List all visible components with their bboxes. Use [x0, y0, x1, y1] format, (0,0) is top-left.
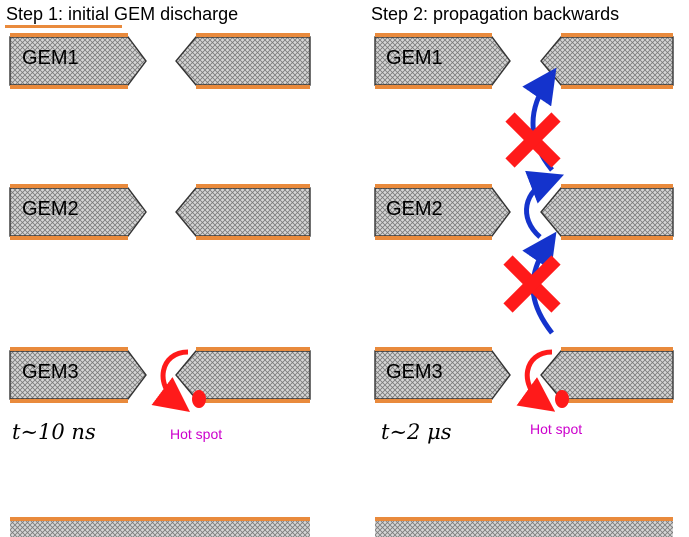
hot-spot-label-right: Hot spot	[530, 421, 583, 437]
gem2-foil-right	[374, 184, 674, 240]
time-label-right: t∼2 μs	[381, 420, 452, 444]
propagation-arrow-within-gem2	[524, 170, 564, 239]
discharge-arrow-left	[151, 349, 206, 413]
gem3-label-right: GEM3	[386, 361, 443, 383]
gem1-foil-left	[9, 33, 311, 89]
gem3-label-left: GEM3	[22, 361, 79, 383]
panel-title-step1: Step 1: initial GEM discharge	[6, 4, 239, 24]
gem2-label-left: GEM2	[22, 198, 79, 220]
gem2-foil-left	[9, 184, 311, 240]
gem3-foil-right	[374, 347, 674, 403]
gem3-foil-left	[9, 347, 311, 403]
gem2-label-right: GEM2	[386, 198, 443, 220]
blocked-cross-lower	[503, 255, 561, 313]
time-label-left: t∼10 ns	[12, 420, 96, 444]
readout-plane-left	[10, 517, 310, 537]
hot-spot-label-left: Hot spot	[170, 426, 223, 442]
panel-title-step2: Step 2: propagation backwards	[371, 4, 620, 24]
gem1-foil-right	[374, 33, 674, 89]
discharge-arrow-right	[516, 349, 569, 412]
title-underline	[5, 25, 122, 28]
readout-plane-right	[375, 517, 673, 537]
blocked-cross-upper	[505, 112, 561, 168]
gem1-label-left: GEM1	[22, 47, 79, 69]
gem1-label-right: GEM1	[386, 47, 443, 69]
